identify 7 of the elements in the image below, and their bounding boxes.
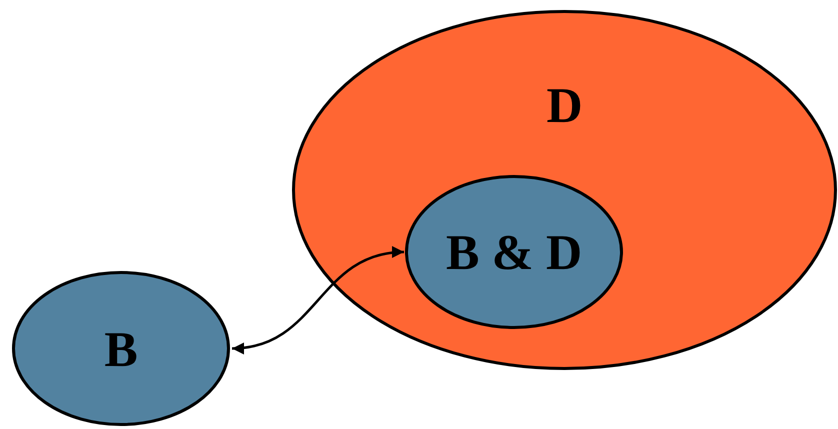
ellipse-node — [12, 271, 230, 426]
node-label: B — [104, 320, 138, 378]
ellipse-node — [292, 10, 837, 370]
node-label: B & D — [446, 223, 582, 281]
node-label: D — [546, 76, 583, 134]
arrow — [232, 247, 404, 354]
ellipse-node — [405, 175, 623, 329]
